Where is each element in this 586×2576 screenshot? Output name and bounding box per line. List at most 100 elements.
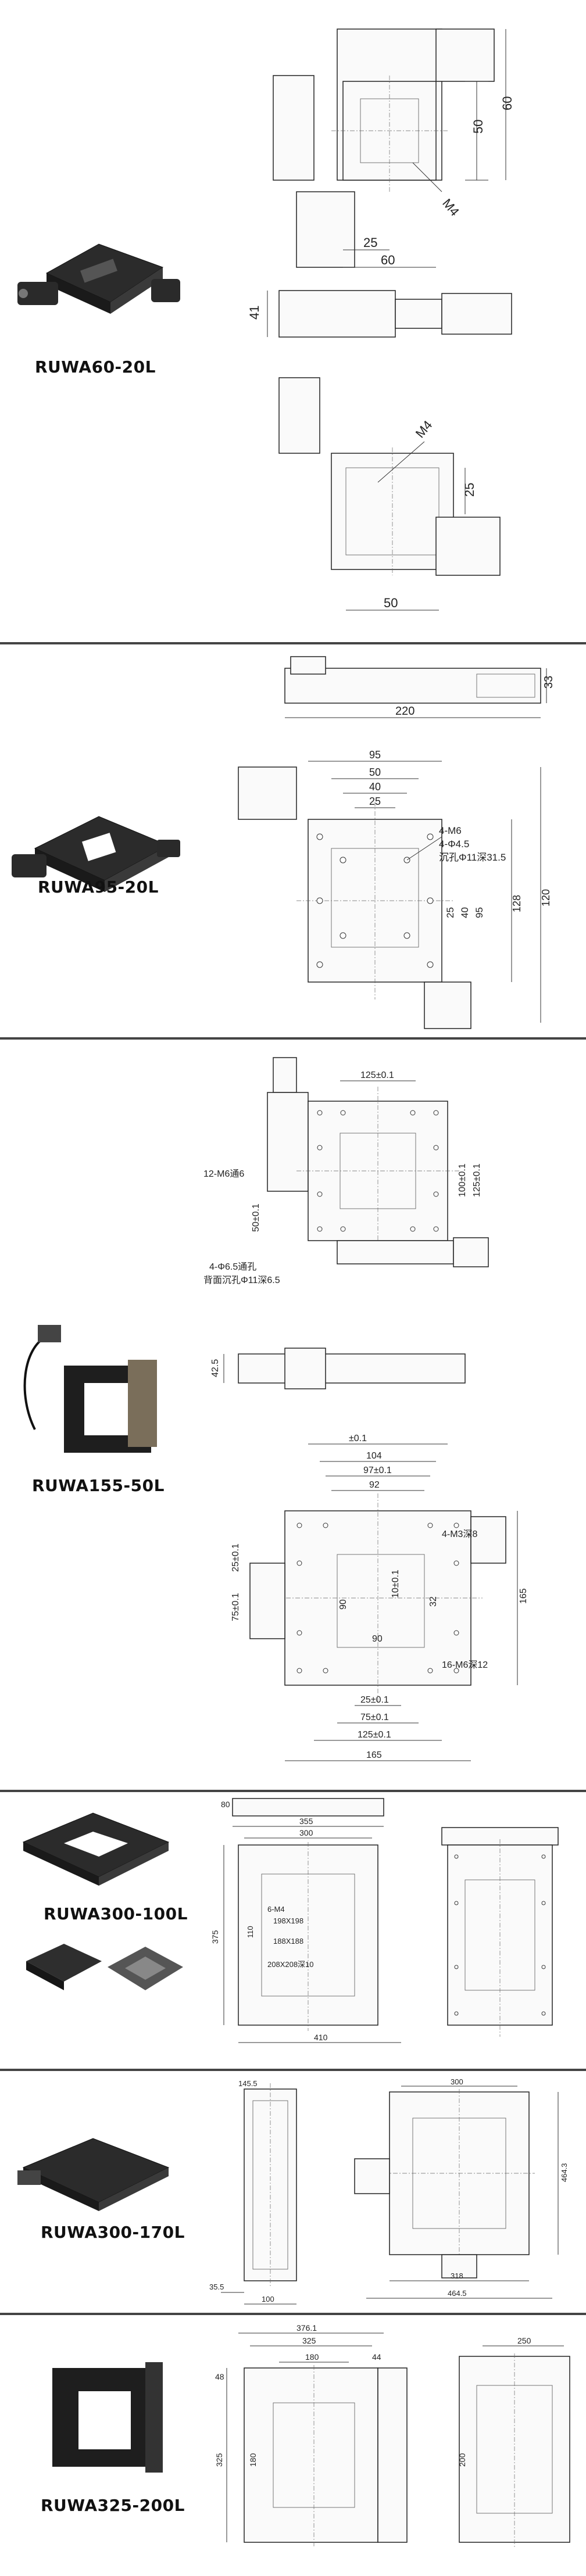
- product-photo-ruwa300-plate: [26, 1944, 102, 1990]
- product-photo-ruwa300-angle: [108, 1947, 183, 1990]
- dim-label: 125±0.1: [472, 1163, 482, 1197]
- dim-label: 4-M3深8: [442, 1529, 477, 1539]
- section-divider: [0, 1790, 586, 1792]
- dim-label: 50: [384, 596, 398, 610]
- dim-label: 325: [302, 2336, 316, 2345]
- dim-label: 376.1: [296, 2323, 317, 2333]
- product-label: RUWA155-50L: [32, 1476, 165, 1495]
- dim-label: 50: [471, 120, 485, 134]
- dim-label: 90: [338, 1599, 348, 1610]
- product-label: RUWA60-20L: [35, 357, 156, 377]
- dim-label: 50±0.1: [251, 1203, 261, 1232]
- dim-label: 25: [445, 907, 456, 918]
- drawing-ruwa155-top: 125±0.1 12-M6通6 50±0.1 100±0.1 125±0.1 4…: [203, 1057, 489, 1285]
- dim-label: 75±0.1: [360, 1712, 389, 1722]
- product-photo-ruwa325: [52, 2362, 163, 2473]
- mount-holes: [317, 1110, 439, 1232]
- product-photo-ruwa95: [12, 816, 180, 892]
- drawing-ruwa300-170-right: 300 318 464.5 464.3: [354, 2077, 569, 2299]
- dim-label: 165: [519, 1588, 528, 1604]
- dim-label: 60: [381, 253, 395, 267]
- dim-label: 60: [500, 96, 514, 110]
- dim-label: 90: [372, 1634, 383, 1644]
- dim-label: 100: [262, 2295, 274, 2303]
- dim-label: 41: [247, 306, 262, 320]
- section-ruwa300-170l: RUWA300-170L 145.5 35.5 100 300 318 464.…: [0, 2072, 586, 2321]
- dim-label: ±0.1: [349, 1434, 367, 1443]
- dim-label: 25±0.1: [360, 1695, 389, 1705]
- dim-label: 464.3: [560, 2163, 569, 2182]
- drawing-ruwa155-side: 42.5: [210, 1348, 466, 1389]
- dim-label: 6-M4: [267, 1905, 285, 1914]
- dim-label: 25: [369, 796, 381, 807]
- dim-label: 198X198: [273, 1916, 303, 1925]
- product-label: RUWA95-20L: [38, 877, 159, 897]
- dim-label: 48: [215, 2372, 224, 2381]
- dim-label: 44: [372, 2352, 381, 2362]
- drawing-ruwa60-top: 50 60 M4 25 60: [273, 28, 514, 268]
- dim-label: 100±0.1: [458, 1163, 467, 1197]
- dim-label: 80: [221, 1800, 230, 1809]
- dim-label: 464.5: [448, 2289, 467, 2298]
- drawing-ruwa60-bottom: M4 25 50: [278, 377, 501, 611]
- dim-label: 沉孔Φ11深31.5: [439, 852, 506, 863]
- product-label: RUWA300-100L: [44, 1904, 188, 1923]
- product-photo-ruwa60: [17, 243, 180, 314]
- dim-label: 32: [428, 1596, 438, 1607]
- dim-label: 背面沉孔Φ11深6.5: [203, 1275, 280, 1285]
- dim-label: 12-M6通6: [203, 1169, 244, 1179]
- dim-label: 4-Φ4.5: [439, 839, 469, 850]
- dim-label: M4: [413, 418, 435, 440]
- dim-label: 4-Φ6.5通孔: [209, 1262, 256, 1272]
- dim-label: M4: [440, 196, 462, 218]
- dim-label: 40: [369, 781, 381, 793]
- dim-label: 10±0.1: [391, 1570, 401, 1598]
- dim-label: 355: [299, 1817, 313, 1826]
- section-divider: [0, 642, 586, 644]
- dim-label: 40: [459, 907, 470, 918]
- section-ruwa155-50l: RUWA155-50L 125±0.1 12-M6通6 50±0.1 100±0…: [0, 1040, 586, 1796]
- drawing-ruwa300-170-left: 145.5 35.5 100: [209, 2079, 297, 2305]
- drawing-ruwa95-top: 95 50 40 25 4-M6 4-Φ4.5 沉孔Φ11深31.5 25 40…: [238, 749, 552, 1029]
- dim-label: 42.5: [210, 1359, 220, 1377]
- section-divider: [0, 1037, 586, 1040]
- dim-label: 125±0.1: [358, 1730, 391, 1740]
- mount-holes: [296, 1522, 459, 1674]
- dim-label: 125±0.1: [360, 1070, 394, 1080]
- section-divider: [0, 2313, 586, 2315]
- section-ruwa60-20l: RUWA60-20L 50 60 M4 25 60 41: [0, 0, 586, 639]
- dim-label: 50: [369, 766, 381, 778]
- drawing-ruwa155-bottom: ±0.1 104 97±0.1 92 4-M3深8 25±0.1 75±0.1 …: [231, 1434, 528, 1761]
- drawing-ruwa300-100-left: 80 355 300 6-M4 198X198 188X188 208X208深…: [210, 1798, 401, 2043]
- dim-label: 250: [517, 2336, 531, 2345]
- drawing-ruwa325-right: 250 200: [458, 2336, 570, 2548]
- dim-label: 200: [458, 2453, 467, 2467]
- section-ruwa95-20l: RUWA95-20L 33 220 95 50 40 25 4-M6: [0, 645, 586, 1034]
- mount-holes: [454, 1854, 546, 2016]
- dim-label: 35.5: [209, 2283, 224, 2291]
- dim-label: 300: [451, 2077, 463, 2086]
- dim-label: 128: [511, 895, 523, 912]
- product-photo-ruwa300-100: [22, 1812, 170, 1886]
- dim-label: 33: [542, 676, 555, 689]
- dim-label: 165: [366, 1750, 382, 1760]
- dim-label: 16-M6深12: [442, 1660, 488, 1670]
- dim-label: 110: [246, 1926, 255, 1938]
- dim-label: 95: [474, 907, 485, 918]
- dim-label: 300: [299, 1828, 313, 1837]
- dim-label: 410: [314, 2033, 328, 2042]
- dim-label: 25: [363, 235, 377, 250]
- dim-label: 188X188: [273, 1937, 303, 1946]
- section-ruwa325-200l: RUWA325-200L 376.1 325 180 44 48 325 180…: [0, 2316, 586, 2576]
- drawing-ruwa95-side: 33 220: [284, 656, 555, 718]
- dim-label: 104: [366, 1451, 382, 1461]
- dim-label: 325: [215, 2453, 224, 2467]
- dim-label: 180: [248, 2453, 258, 2467]
- drawing-ruwa60-side: 41: [247, 290, 512, 338]
- dim-label: 92: [369, 1480, 380, 1490]
- dim-label: 4-M6: [439, 825, 462, 836]
- dim-label: 97±0.1: [363, 1466, 392, 1475]
- drawing-ruwa300-100-right: [441, 1827, 559, 2037]
- dim-label: 375: [210, 1930, 220, 1944]
- drawing-ruwa325-left: 376.1 325 180 44 48 325 180: [215, 2323, 408, 2548]
